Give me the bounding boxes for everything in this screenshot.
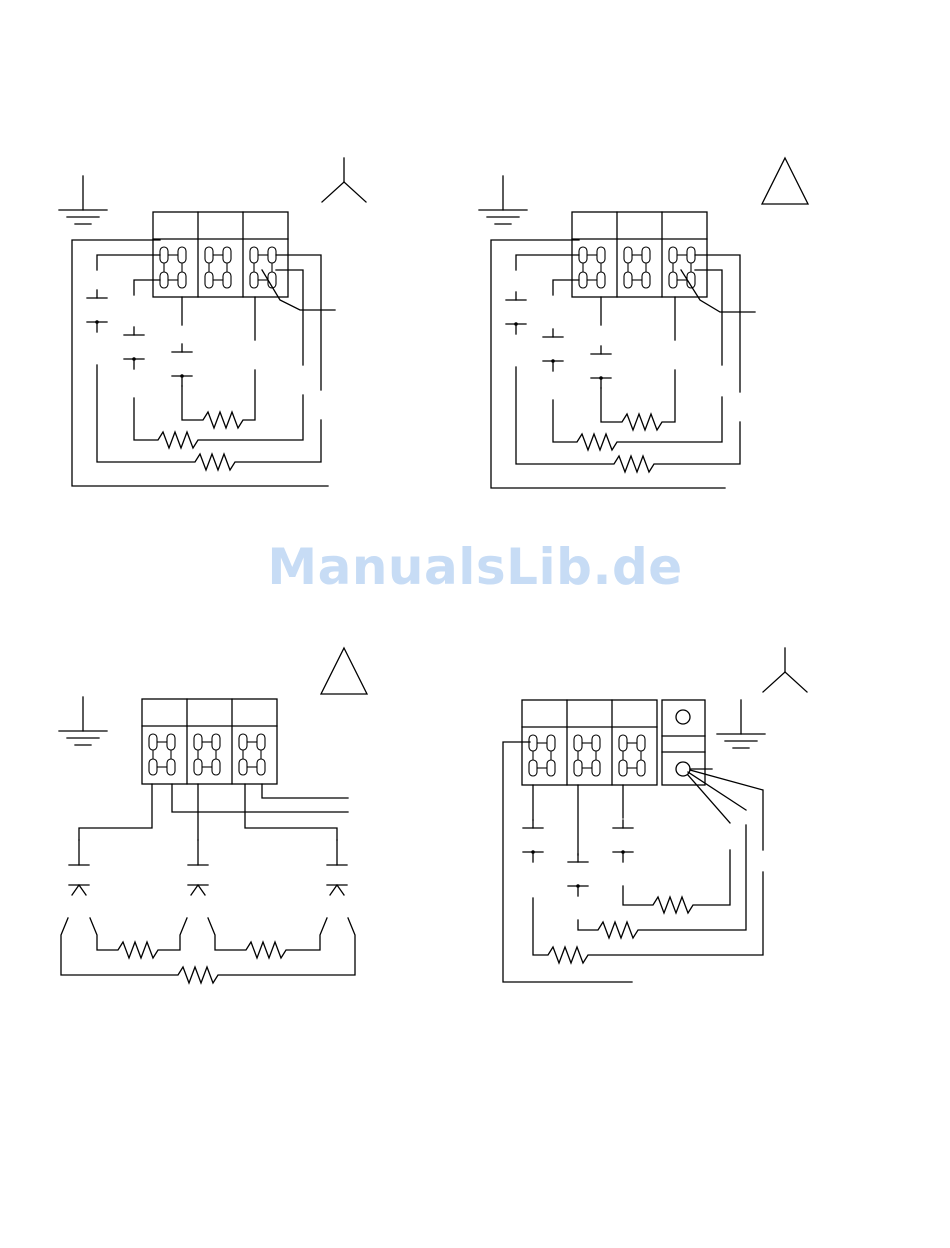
contact-icon: [568, 854, 588, 896]
ground-icon: [59, 697, 107, 745]
watermark: ManualsLib.de: [0, 538, 950, 596]
contact-icon: [591, 346, 611, 388]
terminal-block: [153, 212, 288, 297]
delta-icon: [762, 158, 808, 204]
contact-icon: [523, 820, 543, 862]
ground-icon: [717, 700, 765, 748]
ground-icon: [479, 176, 527, 224]
contact-icon: [172, 344, 192, 386]
delta-icon: [321, 648, 367, 694]
diagram-bottom-left: [59, 648, 367, 983]
diagram-top-right: [479, 158, 808, 488]
contact-icon: [87, 290, 107, 332]
contact-icon: [543, 329, 563, 371]
diagram-bottom-right: [503, 648, 807, 982]
terminal-block: [572, 212, 707, 297]
contact-icon: [613, 820, 633, 862]
contact-icon: [69, 865, 89, 895]
wye-icon: [322, 158, 366, 202]
contact-icon: [327, 865, 347, 895]
contact-icon: [188, 865, 208, 895]
diagram-top-left: [59, 158, 366, 486]
terminal-block: [142, 699, 277, 784]
wye-icon: [763, 648, 807, 692]
terminal-block: [522, 700, 657, 785]
contact-icon: [506, 292, 526, 334]
contact-icon: [124, 327, 144, 369]
ground-icon: [59, 176, 107, 224]
